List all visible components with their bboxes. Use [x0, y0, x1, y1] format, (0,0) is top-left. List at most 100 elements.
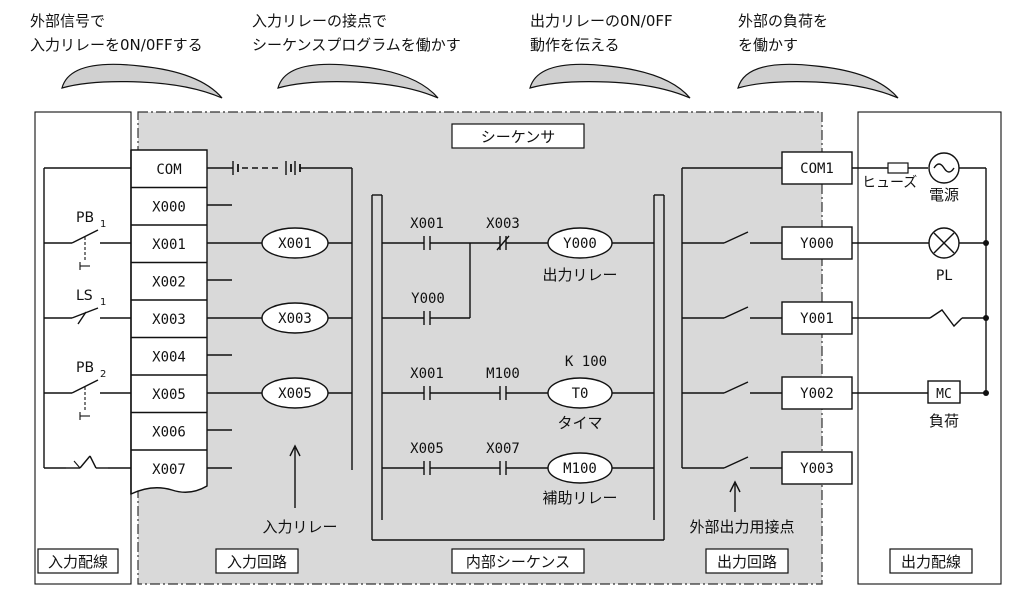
rung1-contact1-label: X001	[410, 216, 444, 232]
pb1-label: PB	[76, 210, 94, 226]
fuse-label: ヒューズ	[862, 175, 917, 191]
header-step-3-line1: 出力リレーの0N/0FF	[530, 12, 673, 30]
ladder-rung-1-branch: Y000	[382, 243, 471, 325]
com-battery-line	[207, 161, 353, 470]
input-relay-x005: X005	[278, 386, 312, 402]
rung1-branch-label: Y000	[411, 291, 445, 307]
input-terminal-x000: X000	[152, 199, 186, 215]
header-step-4-line1: 外部の負荷を	[738, 12, 828, 30]
output-terminal-box	[781, 151, 853, 185]
ladder-rung-3: X005 X007 M100 補助リレー	[382, 441, 654, 507]
sequencer-title: シーケンサ	[481, 128, 556, 146]
pb2-subscript: 2	[100, 369, 106, 380]
rung1-caption: 出力リレー	[542, 266, 617, 284]
ladder-rails	[371, 194, 665, 541]
pb1-subscript: 1	[100, 219, 106, 230]
input-terminal-block	[130, 149, 208, 496]
rung3-contact1-label: X005	[410, 441, 444, 457]
header-step-2-line1: 入力リレーの接点で	[252, 12, 387, 30]
input-terminal-x004: X004	[152, 349, 186, 365]
flow-arrow-1	[61, 63, 223, 99]
rung2-k-label: K 100	[565, 354, 607, 370]
input-relay-annotation: 入力リレー	[262, 444, 338, 536]
input-terminal-x007: X007	[152, 462, 186, 478]
input-terminal-com: COM	[156, 162, 181, 178]
output-terminal-y003: Y003	[800, 461, 834, 477]
ladder-rung-1: X001 X003 Y000 出力リレー	[382, 216, 654, 284]
header-step-2-line2: シーケンスプログラムを働かす	[252, 36, 461, 54]
input-relay-x003: X003	[278, 311, 312, 327]
header-step-4-line2: を働かす	[738, 36, 798, 54]
input-terminal-x006: X006	[152, 424, 186, 440]
sequencer-title-box: シーケンサ	[451, 123, 585, 149]
section-label-input-circuit: 入力回路	[215, 548, 299, 574]
output-terminal-com1: COM1	[800, 161, 834, 177]
pb2-label: PB	[76, 360, 94, 376]
output-terminal-box	[781, 451, 853, 485]
power-label: 電源	[929, 186, 959, 204]
rung2-coil-label: T0	[572, 386, 589, 402]
rung3-coil-label: M100	[563, 461, 597, 477]
header-step-3-line2: 動作を伝える	[530, 36, 620, 54]
input-terminal-x001: X001	[152, 237, 186, 253]
internal-sequence-label: 内部シーケンス	[466, 553, 570, 571]
input-terminal-x005: X005	[152, 387, 186, 403]
rung3-contact2-label: X007	[486, 441, 520, 457]
header-step-1-line1: 外部信号で	[30, 12, 105, 30]
external-contact-caption: 外部出力用接点	[689, 518, 794, 536]
pushbutton-pb1: PB 1	[71, 210, 106, 270]
section-label-output-circuit: 出力回路	[705, 548, 789, 574]
output-wiring-label: 出力配線	[901, 553, 961, 571]
input-relay-caption: 入力リレー	[262, 518, 337, 536]
input-circuit-label: 入力回路	[227, 553, 287, 571]
section-label-input-wiring: 入力配線	[37, 548, 119, 574]
header-step-4: 外部の負荷を を働かす	[738, 12, 828, 54]
output-terminal-box	[781, 376, 853, 410]
flow-arrow-4	[737, 63, 899, 99]
sequencer-area	[137, 111, 823, 585]
output-device-labels: ヒューズ 電源 PL MC 負荷	[862, 175, 959, 430]
output-terminal-y001: Y001	[800, 311, 834, 327]
ls1-subscript: 1	[100, 297, 106, 308]
header-step-2: 入力リレーの接点で シーケンスプログラムを働かす	[252, 12, 461, 54]
rung1-contact2-label: X003	[486, 216, 520, 232]
input-wiring-lines	[43, 167, 131, 469]
output-circuit-label: 出力回路	[717, 553, 777, 571]
ls1-label: LS	[76, 288, 93, 304]
mc-label: MC	[936, 387, 952, 402]
header-step-3: 出力リレーの0N/0FF 動作を伝える	[530, 12, 673, 54]
output-terminal-box	[781, 301, 853, 335]
input-terminal-x002: X002	[152, 274, 186, 290]
terminal-stubs	[207, 204, 232, 469]
limit-switch-ls1: LS 1	[71, 288, 106, 325]
rung2-contact1-label: X001	[410, 366, 444, 382]
output-terminal-y002: Y002	[800, 386, 834, 402]
rung2-contact2-label: M100	[486, 366, 520, 382]
header-step-1-line2: 入力リレーを0N/0FFする	[30, 36, 203, 54]
input-wiring-label: 入力配線	[48, 553, 108, 571]
input-wiring-frame	[34, 111, 132, 585]
output-wiring-frame	[857, 111, 1002, 585]
section-label-internal-sequence: 内部シーケンス	[451, 548, 585, 574]
output-wiring-lines	[852, 152, 989, 404]
input-terminal-x003: X003	[152, 312, 186, 328]
flow-arrow-2	[277, 63, 439, 99]
output-terminal-y000: Y000	[800, 236, 834, 252]
rung3-caption: 補助リレー	[542, 489, 617, 507]
header-step-1: 外部信号で 入力リレーを0N/0FFする	[30, 12, 203, 54]
lamp-label: PL	[936, 268, 952, 284]
output-circuit-lines	[681, 167, 782, 469]
pushbutton-pb2: PB 2	[71, 360, 106, 420]
rung1-coil-label: Y000	[563, 236, 597, 252]
flow-arrow-3	[529, 63, 691, 99]
output-terminal-box	[781, 226, 853, 260]
sensor-contact-x007	[66, 455, 108, 469]
ladder-rung-2: X001 M100 K 100 T0 タイマ	[382, 354, 654, 432]
input-relay-x001: X001	[278, 236, 312, 252]
load-label: 負荷	[929, 412, 959, 430]
